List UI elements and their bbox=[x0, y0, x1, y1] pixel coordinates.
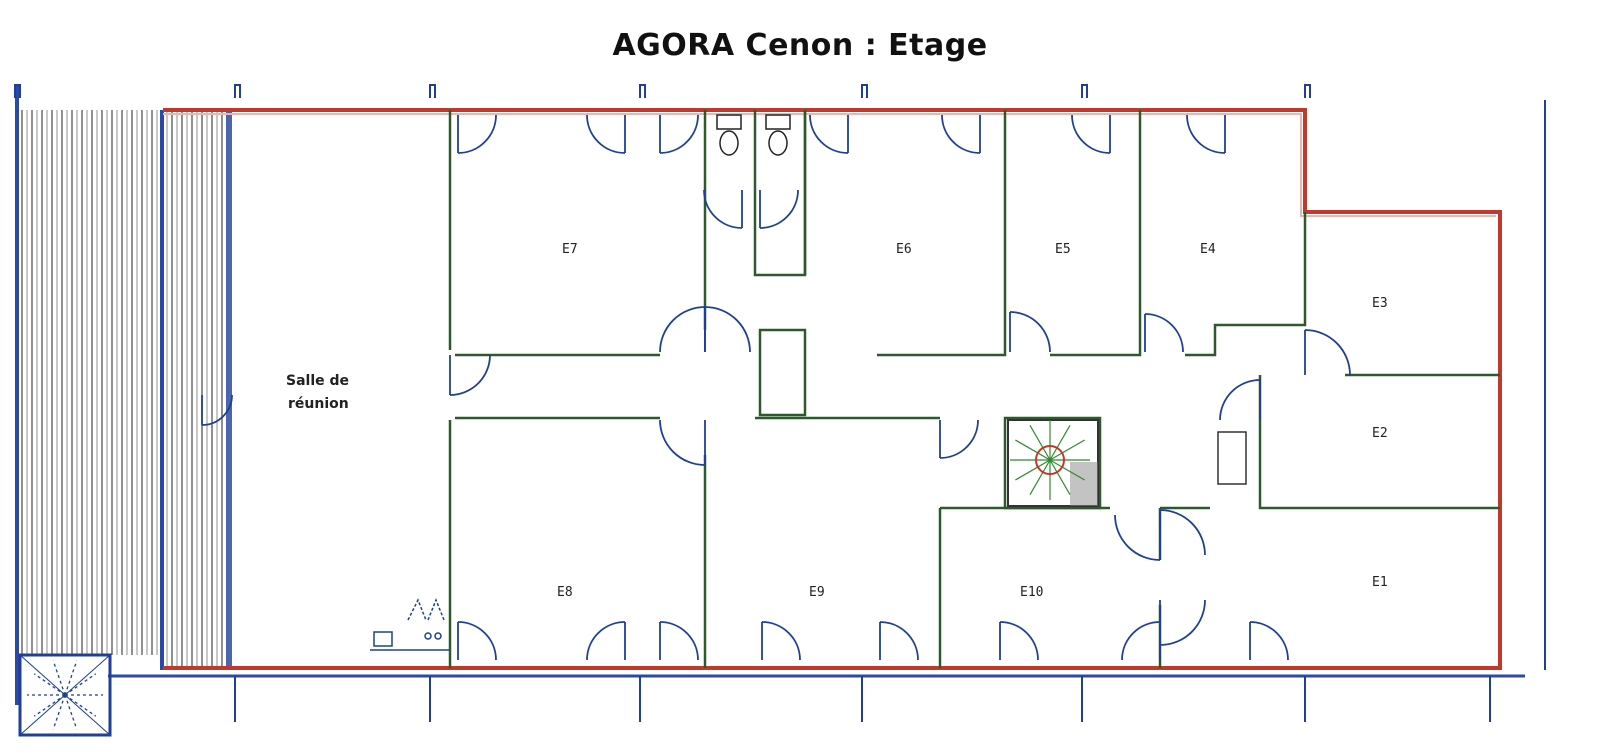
door-swing bbox=[879, 621, 919, 661]
column-marker bbox=[234, 84, 241, 98]
room-label-e1: E1 bbox=[1372, 575, 1388, 590]
room-label-e7: E7 bbox=[562, 242, 578, 257]
room-label-e2: E2 bbox=[1372, 426, 1388, 441]
column-markers bbox=[14, 84, 1546, 722]
door-swing bbox=[659, 419, 706, 466]
door-swing bbox=[449, 354, 491, 396]
room-label-e5: E5 bbox=[1055, 242, 1071, 257]
salle-west-window bbox=[226, 110, 232, 670]
door-swing bbox=[761, 621, 801, 661]
stair-step bbox=[1015, 439, 1051, 461]
stair-step bbox=[64, 673, 97, 696]
door-swing bbox=[457, 114, 497, 154]
left-boundary bbox=[15, 85, 19, 705]
cabinet bbox=[1217, 431, 1247, 485]
doors bbox=[201, 114, 1351, 661]
interior-walls bbox=[448, 110, 1500, 668]
door-swing bbox=[659, 306, 706, 353]
door-swing bbox=[457, 621, 497, 661]
room-label-salle: Salle de bbox=[286, 373, 349, 389]
door-swing bbox=[999, 621, 1039, 661]
room-label-e3: E3 bbox=[1372, 296, 1388, 311]
stair-step bbox=[64, 660, 78, 696]
door-swing bbox=[1159, 599, 1206, 646]
room-label-e8: E8 bbox=[557, 585, 573, 600]
door-swing bbox=[659, 621, 699, 661]
door-swing bbox=[703, 189, 743, 229]
exterior-walls bbox=[108, 108, 1525, 678]
stair-step bbox=[1049, 459, 1071, 495]
interior-staircase bbox=[1007, 419, 1099, 507]
room-label-salle-2: réunion bbox=[288, 396, 349, 412]
toilets bbox=[716, 114, 791, 156]
door-swing bbox=[704, 306, 751, 353]
stair-step bbox=[52, 694, 66, 730]
door-swing bbox=[1249, 621, 1289, 661]
stair-step bbox=[1049, 459, 1085, 481]
door-swing bbox=[1121, 621, 1161, 661]
door-swing bbox=[201, 394, 233, 426]
stair-step bbox=[1015, 459, 1051, 481]
door-swing bbox=[659, 114, 699, 154]
door-swing bbox=[1009, 311, 1051, 353]
stair-step bbox=[33, 673, 66, 696]
column-marker bbox=[1304, 84, 1311, 98]
room-label-e6: E6 bbox=[896, 242, 912, 257]
door-swing bbox=[1159, 509, 1206, 556]
door-swing bbox=[1219, 379, 1261, 421]
stair-step bbox=[1049, 425, 1071, 461]
exterior-staircase bbox=[18, 653, 112, 737]
door-swing bbox=[1114, 514, 1161, 561]
stair-step bbox=[64, 694, 78, 730]
room-label-e9: E9 bbox=[809, 585, 825, 600]
column-marker bbox=[14, 84, 21, 98]
terrace-hatching bbox=[21, 110, 223, 668]
door-swing bbox=[586, 114, 626, 154]
stair-step bbox=[1049, 439, 1085, 461]
door-swing bbox=[941, 114, 981, 154]
terrace-edge bbox=[160, 110, 164, 670]
room-label-e10: E10 bbox=[1020, 585, 1043, 600]
door-swing bbox=[809, 114, 849, 154]
stair-step bbox=[52, 660, 66, 696]
column-marker bbox=[639, 84, 646, 98]
stair-step bbox=[33, 694, 66, 717]
door-swing bbox=[1304, 329, 1351, 376]
stair-step bbox=[64, 694, 97, 717]
plan-title: AGORA Cenon : Etage bbox=[612, 28, 988, 63]
door-swing bbox=[759, 189, 799, 229]
kitchen-fixtures bbox=[370, 597, 450, 651]
room-label-e4: E4 bbox=[1200, 242, 1216, 257]
door-swing bbox=[939, 419, 979, 459]
column-marker bbox=[861, 84, 868, 98]
stair-step bbox=[1029, 425, 1051, 461]
column-marker bbox=[1081, 84, 1088, 98]
column-marker bbox=[429, 84, 436, 98]
door-swing bbox=[1186, 114, 1226, 154]
door-swing bbox=[1144, 313, 1184, 353]
door-swing bbox=[1071, 114, 1111, 154]
door-swing bbox=[586, 621, 626, 661]
stair-step bbox=[1029, 459, 1051, 495]
